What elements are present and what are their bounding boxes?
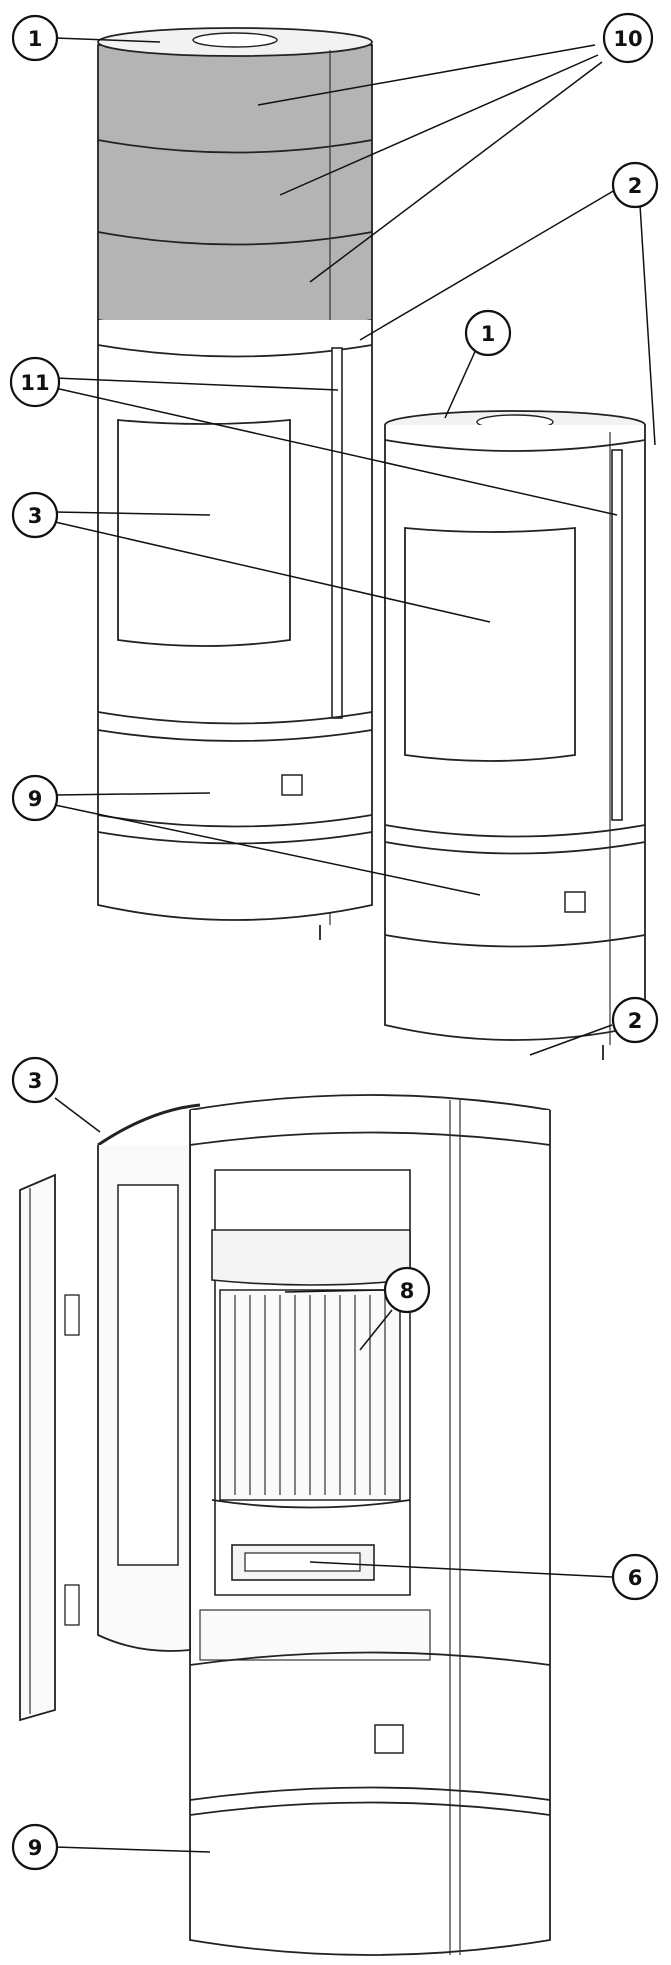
leader-10-a <box>257 44 596 106</box>
leader-8-b <box>359 1309 393 1351</box>
svg-text:8: 8 <box>400 1279 415 1303</box>
svg-text:3: 3 <box>28 1069 43 1093</box>
svg-text:1: 1 <box>28 27 43 51</box>
svg-text:1: 1 <box>481 322 496 346</box>
leader-11-b <box>54 387 618 516</box>
svg-text:2: 2 <box>628 1009 643 1033</box>
open-door-stove <box>19 1094 551 1956</box>
leader-3a-b <box>54 521 491 623</box>
short-door-glass <box>404 527 576 762</box>
leader-11-a <box>54 377 339 391</box>
callout-2-top: 2 <box>611 161 659 209</box>
leader-9a-b <box>54 804 481 896</box>
callout-11: 11 <box>9 356 61 408</box>
svg-text:9: 9 <box>28 1836 43 1860</box>
callout-6: 6 <box>611 1553 659 1601</box>
leader-9a-a <box>54 792 211 796</box>
callout-2-bottom: 2 <box>611 996 659 1044</box>
short-control-square <box>564 891 586 913</box>
open-control-square <box>374 1724 404 1754</box>
leader-9b <box>54 1846 211 1853</box>
tall-control-square <box>281 774 303 796</box>
leader-1b <box>444 344 479 419</box>
svg-text:2: 2 <box>628 174 643 198</box>
rear-firebox-liner <box>219 1289 401 1501</box>
svg-text:9: 9 <box>28 787 43 811</box>
leader-6 <box>309 1561 613 1578</box>
svg-text:10: 10 <box>613 27 642 51</box>
callout-1-short: 1 <box>464 309 512 357</box>
leader-2a-b <box>639 204 656 446</box>
svg-text:6: 6 <box>628 1566 643 1590</box>
open-top-rim <box>189 1094 551 1111</box>
top-extension-module <box>97 44 373 334</box>
callout-9-top: 9 <box>11 774 59 822</box>
leader-3a-a <box>54 511 211 516</box>
leader-lines <box>54 37 656 1853</box>
open-door <box>19 1103 201 1722</box>
callout-1-top-left: 1 <box>11 14 59 62</box>
callout-10: 10 <box>602 12 654 64</box>
leader-2b <box>529 1024 613 1056</box>
short-stove <box>384 410 646 1060</box>
tall-flue-outlet <box>192 32 278 48</box>
leader-3b <box>54 1097 101 1133</box>
tall-stove <box>97 27 373 940</box>
control-levers <box>199 1609 431 1661</box>
leader-2a <box>359 189 616 341</box>
svg-text:3: 3 <box>28 504 43 528</box>
tall-door-glass <box>117 419 291 647</box>
svg-text:11: 11 <box>20 371 49 395</box>
callout-8: 8 <box>383 1266 431 1314</box>
tall-door-handle <box>331 347 343 719</box>
short-door-handle <box>611 449 623 821</box>
callout-3-bottom: 3 <box>11 1056 59 1104</box>
callout-9-bottom: 9 <box>11 1823 59 1871</box>
leader-10-b <box>279 54 599 196</box>
leader-8-a <box>284 1289 386 1293</box>
leader-1a <box>54 37 161 43</box>
leader-10-c <box>309 61 603 283</box>
callout-3-top: 3 <box>11 491 59 539</box>
baffle-plate <box>211 1229 411 1286</box>
